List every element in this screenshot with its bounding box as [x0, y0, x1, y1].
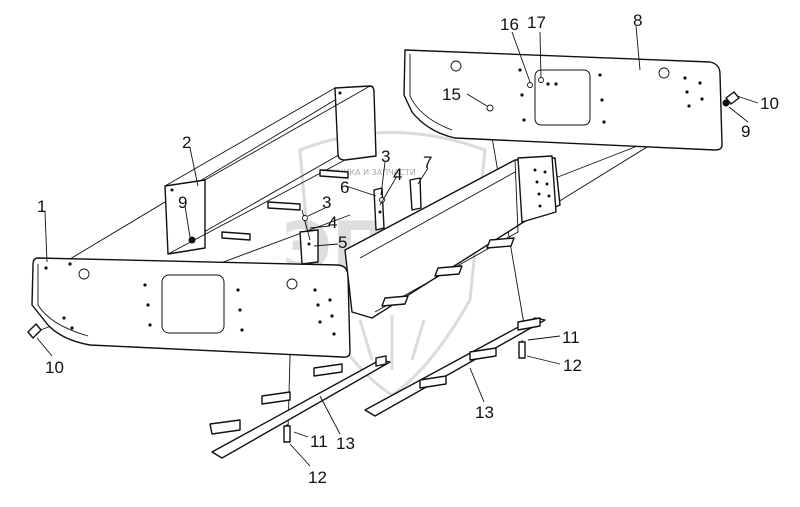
callout-5: 5 — [338, 233, 347, 252]
callout-12: 12 — [563, 356, 582, 375]
callout-11: 11 — [310, 432, 328, 451]
callout-9: 9 — [178, 193, 187, 212]
callout-8: 8 — [633, 11, 642, 30]
side-plate-right — [403, 49, 723, 151]
callout-6: 6 — [340, 178, 349, 197]
callout-16: 16 — [500, 15, 519, 34]
callout-2: 2 — [182, 133, 191, 152]
fasteners — [27, 77, 740, 443]
callout-13: 13 — [475, 403, 494, 422]
bottom-rail-left — [209, 355, 391, 459]
side-plate-left — [31, 257, 351, 358]
bottom-rail-right — [364, 317, 546, 417]
callout-15: 15 — [442, 85, 461, 104]
callout-3: 3 — [322, 193, 331, 212]
callout-13: 13 — [336, 434, 355, 453]
callout-4: 4 — [393, 165, 402, 184]
callout-11: 11 — [562, 328, 580, 347]
callout-12: 12 — [308, 468, 327, 487]
channel-trough — [344, 155, 561, 319]
callouts: 1 2 3 3 4 4 5 6 7 8 9 9 10 10 11 11 12 1… — [37, 11, 779, 487]
callout-9: 9 — [741, 122, 750, 141]
callout-7: 7 — [423, 153, 432, 172]
callout-10: 10 — [45, 358, 64, 377]
watermark-arc-text: ТЕХНИКА И ЗАПЧАСТИ — [321, 168, 416, 177]
callout-17: 17 — [527, 13, 546, 32]
small-brackets — [299, 177, 422, 265]
callout-3: 3 — [381, 147, 390, 166]
callout-1: 1 — [37, 197, 46, 216]
callout-4: 4 — [328, 213, 337, 232]
leader-lines — [36, 25, 759, 467]
callout-10: 10 — [760, 94, 779, 113]
bracket-plate-2 — [164, 85, 377, 255]
clip-strips — [221, 169, 349, 241]
